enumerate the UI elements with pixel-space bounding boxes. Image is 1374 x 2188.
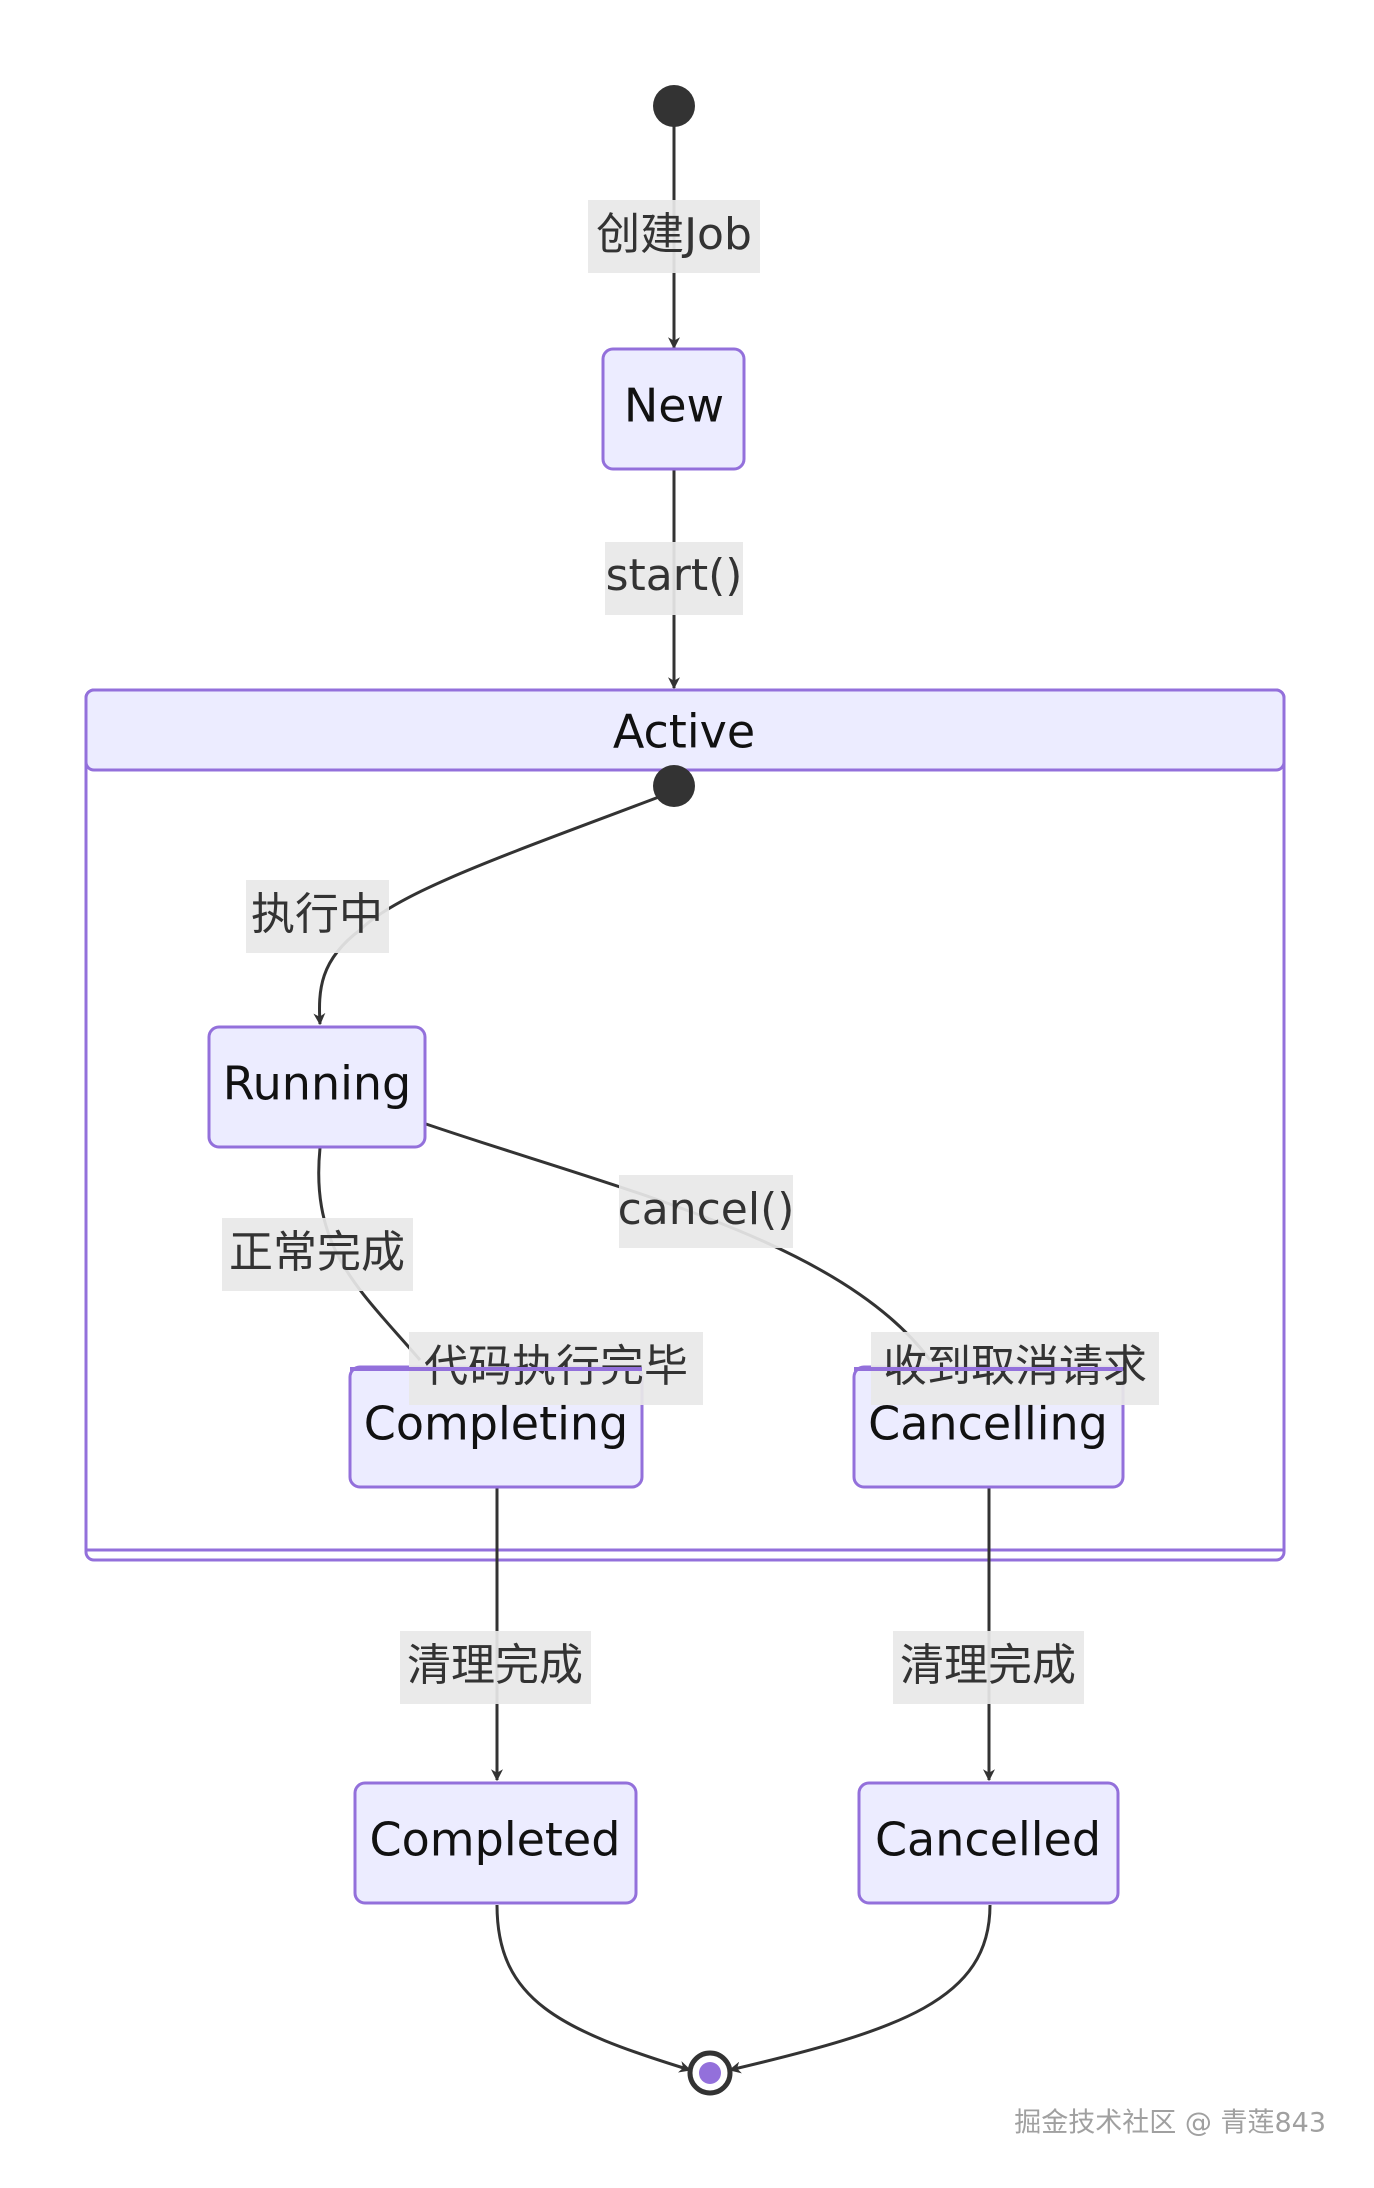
- state-completing-label: Completing: [364, 1397, 629, 1451]
- label-code-done: 代码执行完毕: [424, 1341, 688, 1392]
- label-executing: 执行中: [251, 889, 383, 940]
- watermark: 掘金技术社区 @ 青莲843: [1014, 2108, 1326, 2139]
- end-node: [687, 2050, 733, 2096]
- edge-label-code-done: 代码执行完毕: [409, 1332, 703, 1405]
- label-start: start(): [606, 550, 743, 601]
- cancelling-overlap-cover: [854, 1367, 1123, 1371]
- completing-overlap-cover: [350, 1367, 642, 1371]
- edge-label-create-job: 创建Job: [588, 200, 760, 273]
- edge-label-executing: 执行中: [246, 880, 389, 953]
- label-cleanup-completed: 清理完成: [407, 1640, 583, 1691]
- label-normal-complete: 正常完成: [229, 1227, 405, 1278]
- edge-label-start: start(): [605, 542, 743, 615]
- inner-start-node: [653, 765, 695, 807]
- state-new: New: [601, 347, 746, 471]
- state-completed: Completed: [353, 1781, 638, 1905]
- label-cancel: cancel(): [618, 1184, 795, 1235]
- edge-completed-to-end: [495, 1904, 692, 2073]
- active-title: Active: [613, 705, 755, 759]
- state-new-label: New: [624, 379, 724, 433]
- label-create-job: 创建Job: [596, 209, 752, 260]
- edge-cancelled-to-end: [728, 1904, 992, 2074]
- state-completed-label: Completed: [370, 1813, 621, 1867]
- start-node: [653, 85, 695, 127]
- state-running-label: Running: [223, 1057, 412, 1111]
- label-cleanup-cancelled: 清理完成: [900, 1640, 1076, 1691]
- state-cancelled-label: Cancelled: [875, 1813, 1101, 1867]
- edge-label-cancel: cancel(): [618, 1175, 795, 1248]
- state-cancelling-label: Cancelling: [868, 1397, 1108, 1451]
- edge-label-cleanup-cancelled: 清理完成: [893, 1631, 1084, 1704]
- state-cancelled: Cancelled: [857, 1781, 1120, 1905]
- edge-label-normal-complete: 正常完成: [222, 1218, 413, 1291]
- label-cancel-received: 收到取消请求: [883, 1341, 1147, 1392]
- state-running: Running: [207, 1025, 427, 1149]
- edge-label-cleanup-completed: 清理完成: [400, 1631, 591, 1704]
